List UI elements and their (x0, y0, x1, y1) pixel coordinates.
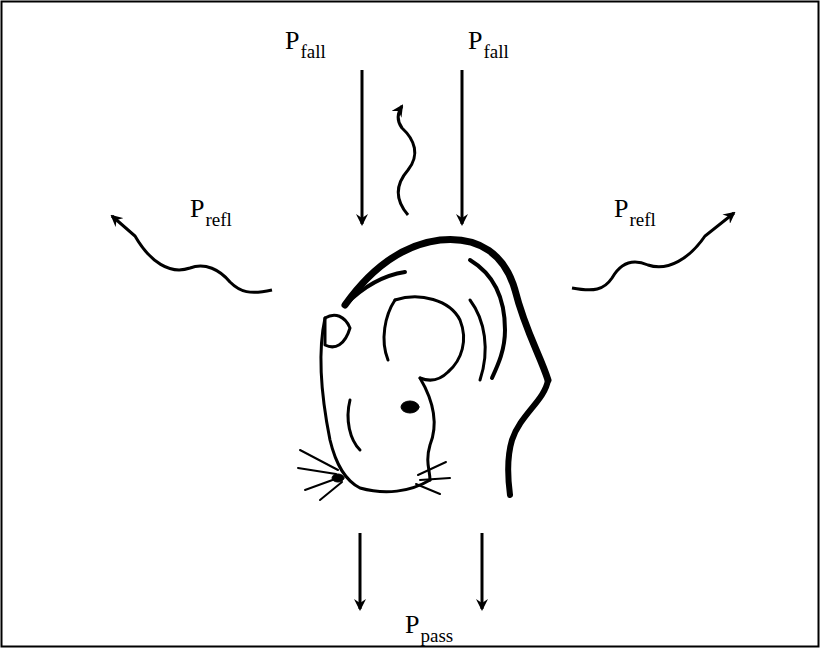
subscript: fall (483, 42, 508, 61)
subscript: refl (205, 210, 231, 229)
rat (298, 239, 548, 500)
pass-arrow (359, 533, 362, 609)
subscript: pass (420, 626, 453, 645)
symbol-p: P (468, 28, 482, 54)
emission-arrow (398, 106, 415, 215)
subscript: refl (629, 210, 655, 229)
symbol-p: P (405, 612, 419, 638)
subscript: fall (300, 42, 325, 61)
symbol-p: P (190, 196, 204, 222)
pass-arrow (481, 533, 484, 609)
reflection-arrow (112, 216, 272, 292)
symbol-p: P (614, 196, 628, 222)
incident-arrow (461, 70, 464, 224)
incident-arrow (361, 70, 364, 224)
symbol-p: P (285, 28, 299, 54)
